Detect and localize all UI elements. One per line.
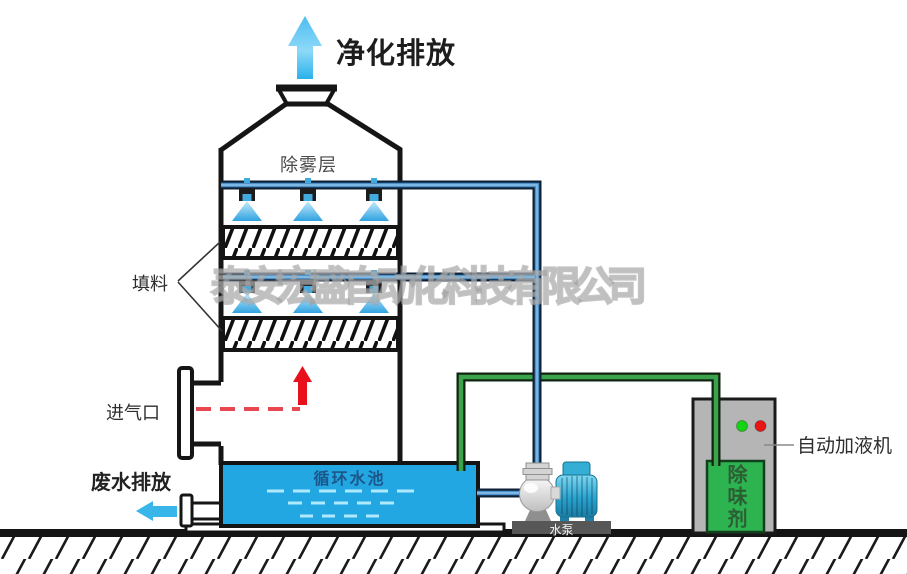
motor-fins — [561, 476, 593, 516]
pump-label: 水泵 — [549, 523, 574, 537]
spray-nozzle — [232, 178, 262, 221]
packing-label: 填料 — [132, 274, 168, 294]
spray-nozzle — [293, 178, 323, 221]
clean-exhaust-label: 净化排放 — [336, 38, 457, 70]
tower-hood — [219, 101, 403, 153]
wastewater-label: 废水排放 — [91, 472, 171, 494]
green-indicator-icon — [736, 420, 748, 432]
tank-label: 循环水池 — [313, 471, 386, 488]
deodorant-label: 除味剂 — [724, 464, 746, 530]
chimney-sides — [277, 89, 336, 107]
water-pump — [512, 461, 611, 534]
demister-layer-label: 除雾层 — [280, 155, 337, 175]
auto-dosing-machine — [691, 397, 777, 535]
deodorant-container — [705, 459, 766, 534]
spray-nozzle — [359, 270, 389, 313]
spray-nozzle — [232, 270, 262, 313]
circulating-water-tank — [219, 461, 480, 528]
packing-pointer-lines — [177, 241, 223, 332]
gas-flow-indicator — [196, 366, 312, 411]
water-surface-dashes — [267, 489, 414, 518]
pump-head — [519, 476, 555, 512]
pump-pedestal — [525, 510, 551, 521]
spray-water-pipes — [221, 180, 542, 498]
inlet-duct — [192, 380, 221, 447]
spray-nozzle-row-top — [232, 178, 389, 221]
up-arrow-icon — [288, 16, 322, 79]
red-indicator-icon — [754, 420, 767, 432]
inlet-flange — [177, 366, 194, 460]
pump-base — [512, 521, 611, 534]
red-up-arrow-icon — [293, 366, 312, 405]
spray-nozzle — [293, 270, 323, 313]
spray-nozzle-row-bottom — [232, 270, 389, 313]
ground — [0, 529, 907, 574]
drain-outlet — [179, 493, 225, 528]
spray-nozzle — [359, 178, 389, 221]
dosing-pipe — [456, 372, 721, 471]
gas-inlet-label: 进气口 — [106, 403, 160, 423]
packing-layer-bottom — [221, 316, 400, 352]
dosing-machine-label: 自动加液机 — [797, 436, 893, 457]
motor-cap — [562, 461, 591, 477]
packing-layer-top — [221, 225, 400, 260]
left-arrow-icon — [136, 501, 177, 521]
